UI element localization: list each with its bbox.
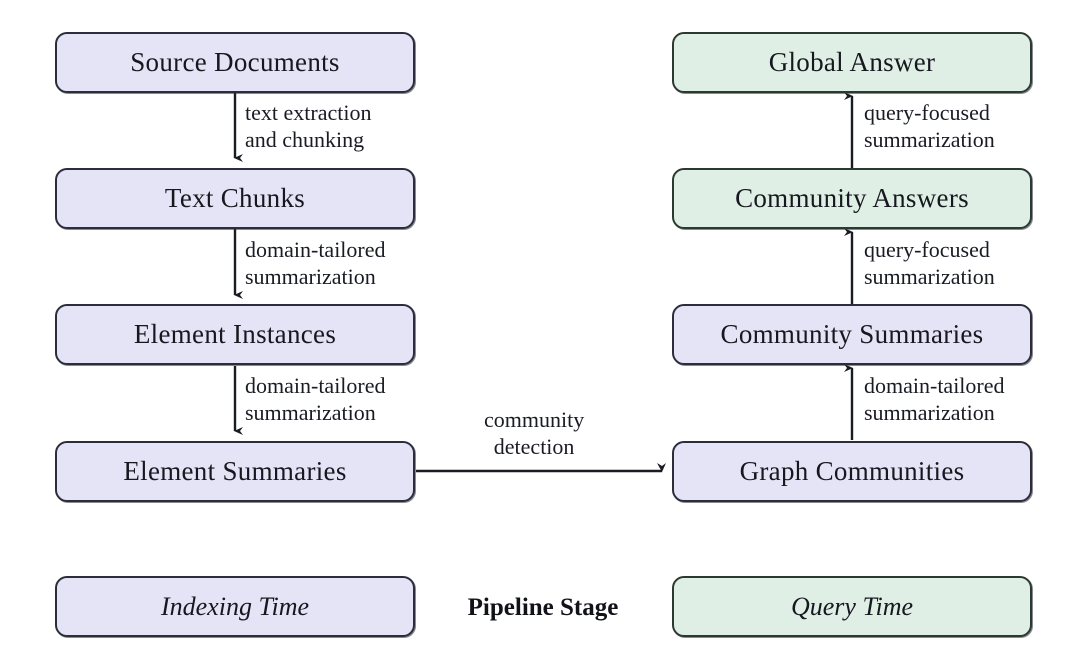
- edge-label-line2: summarization: [245, 264, 376, 289]
- edge-label-communities-to-community-summaries: domain-tailored summarization: [864, 372, 1005, 426]
- edge-label-line1: domain-tailored: [864, 373, 1005, 398]
- node-label: Source Documents: [130, 47, 340, 77]
- edge-label-line1: text extraction: [245, 100, 372, 125]
- edge-label-line1: domain-tailored: [245, 373, 386, 398]
- edge-label-line1: query-focused: [864, 237, 990, 262]
- edge-label-line2: detection: [493, 434, 575, 459]
- edge-label-line1: domain-tailored: [245, 237, 386, 262]
- edge-label-summaries-to-communities: community detection: [484, 406, 584, 460]
- node-text-chunks[interactable]: Text Chunks: [55, 168, 415, 229]
- legend-label: Query Time: [790, 591, 914, 621]
- node-label: Element Instances: [133, 319, 337, 349]
- node-label: Community Answers: [735, 183, 969, 213]
- edge-label-answers-to-global: query-focused summarization: [864, 99, 995, 153]
- legend-label: Indexing Time: [160, 591, 310, 621]
- edge-label-source-to-chunks: text extraction and chunking: [245, 99, 371, 153]
- legend-indexing-time[interactable]: Indexing Time: [55, 576, 415, 637]
- legend-pipeline-stage-title: Pipeline Stage: [430, 594, 656, 622]
- node-label: Text Chunks: [164, 183, 306, 213]
- edge-label-chunks-to-instances: domain-tailored summarization: [245, 236, 386, 290]
- node-label: Graph Communities: [739, 456, 965, 486]
- legend-title-text: Pipeline Stage: [467, 594, 619, 621]
- node-graph-communities[interactable]: Graph Communities: [672, 441, 1032, 502]
- edge-label-line2: and chunking: [245, 127, 365, 152]
- node-community-summaries[interactable]: Community Summaries: [672, 304, 1032, 365]
- edge-label-line2: summarization: [245, 400, 376, 425]
- node-source-documents[interactable]: Source Documents: [55, 32, 415, 93]
- edge-label-community-summaries-to-answers: query-focused summarization: [864, 236, 995, 290]
- edge-label-line1: community: [484, 407, 585, 432]
- node-global-answer[interactable]: Global Answer: [672, 32, 1032, 93]
- legend-query-time[interactable]: Query Time: [672, 576, 1032, 637]
- node-label: Community Summaries: [720, 319, 984, 349]
- node-label: Global Answer: [768, 47, 936, 77]
- edge-label-instances-to-summaries: domain-tailored summarization: [245, 372, 386, 426]
- node-element-summaries[interactable]: Element Summaries: [55, 441, 415, 502]
- edge-label-line2: summarization: [864, 127, 995, 152]
- node-element-instances[interactable]: Element Instances: [55, 304, 415, 365]
- node-label: Element Summaries: [123, 456, 347, 486]
- node-community-answers[interactable]: Community Answers: [672, 168, 1032, 229]
- edge-label-line1: query-focused: [864, 100, 990, 125]
- edge-label-line2: summarization: [864, 264, 995, 289]
- edge-label-line2: summarization: [864, 400, 995, 425]
